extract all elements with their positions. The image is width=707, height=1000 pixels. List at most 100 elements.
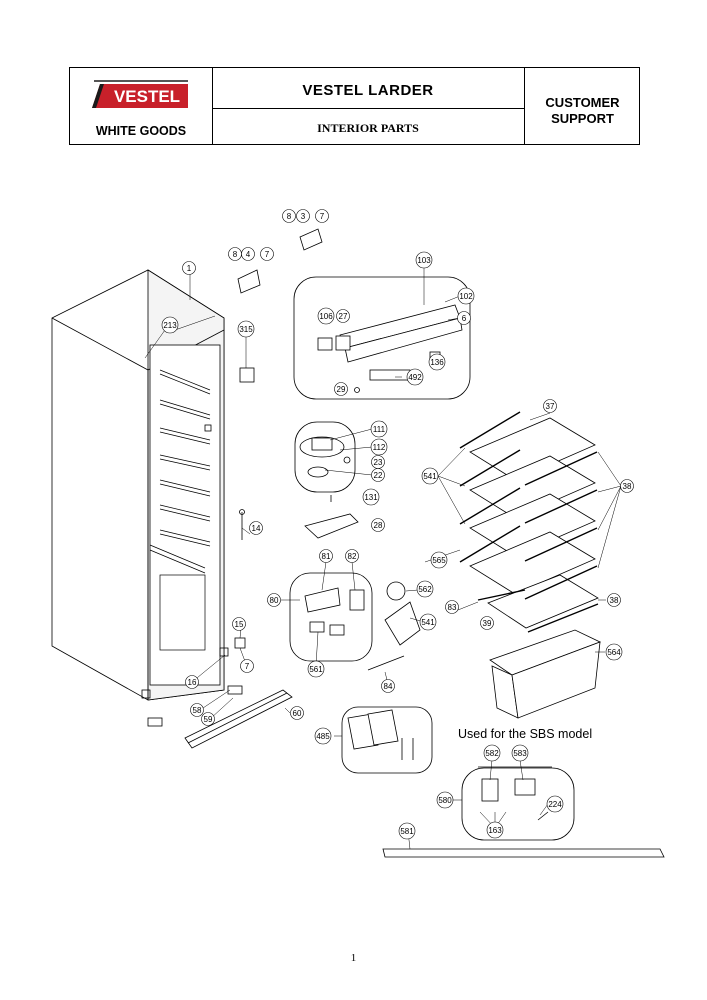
part-number-label: 582: [485, 749, 499, 758]
part-number-label: 6: [462, 314, 467, 323]
part-callout-581: 581: [398, 822, 416, 840]
part-callout-16: 16: [185, 675, 199, 689]
part-callout-163: 163: [486, 821, 504, 839]
header-table: VESTEL WHITE GOODS VESTEL LARDER INTERIO…: [69, 67, 640, 145]
part-number-label: 111: [373, 425, 386, 434]
part-number-label: 28: [374, 521, 383, 530]
part-callout-131: 131: [362, 488, 380, 506]
shelf-rails: [459, 411, 599, 633]
part-number-label: 565: [432, 556, 446, 565]
part-callout-39: 39: [480, 616, 494, 630]
part-number-label: 15: [235, 620, 244, 629]
part-callout-6: 6: [457, 311, 471, 325]
part-number-label: 541: [421, 618, 435, 627]
part-number-label: 112: [373, 443, 386, 452]
part-callout-84: 84: [381, 679, 395, 693]
part-number-label: 23: [374, 458, 383, 467]
part-callout-7: 7: [315, 209, 329, 223]
part-number-label: 541: [423, 472, 437, 481]
part-callout-3: 3: [296, 209, 310, 223]
brand-name: VESTEL: [114, 87, 180, 106]
part-callout-111: 111: [370, 420, 388, 438]
part-number-label: 561: [309, 665, 323, 674]
part-number-label: 38: [610, 596, 619, 605]
sbs-trim-strip: [382, 848, 665, 858]
part-number-label: 315: [239, 325, 253, 334]
fan-motor-group: [289, 572, 373, 662]
part-number-label: 14: [252, 524, 261, 533]
part-callout-15: 15: [232, 617, 246, 631]
part-callout-7: 7: [260, 247, 274, 261]
part-number-label: 562: [418, 585, 432, 594]
part-number-label: 37: [546, 402, 555, 411]
part-callout-583: 583: [511, 744, 529, 762]
customer-support-label: CUSTOMER SUPPORT: [545, 95, 620, 126]
lamp-group: [294, 421, 356, 493]
part-callout-38: 38: [620, 479, 634, 493]
part-callout-106: 106: [317, 307, 335, 325]
part-callout-14: 14: [249, 521, 263, 535]
part-number-label: 102: [459, 292, 473, 301]
part-callout-112: 112: [370, 438, 388, 456]
part-callout-38: 38: [607, 593, 621, 607]
sbs-note: Used for the SBS model: [458, 727, 593, 741]
part-number-label: 583: [513, 749, 527, 758]
part-callout-561: 561: [307, 660, 325, 678]
fan-assembly: [304, 581, 421, 646]
part-number-label: 39: [483, 619, 492, 628]
kick-plate: [184, 689, 293, 749]
part-callout-7: 7: [240, 659, 254, 673]
part-number-label: 16: [188, 678, 197, 687]
part-callout-28: 28: [371, 518, 385, 532]
part-number-label: 213: [163, 321, 177, 330]
part-number-label: 58: [193, 706, 202, 715]
crisper-drawer: [489, 629, 602, 719]
hinge-bracket-upper: [237, 228, 323, 294]
part-callout-564: 564: [605, 643, 623, 661]
page-number: 1: [350, 952, 357, 964]
part-callout-37: 37: [543, 399, 557, 413]
part-callout-29: 29: [334, 382, 348, 396]
part-number-label: 131: [364, 493, 378, 502]
support-cell: CUSTOMER SUPPORT: [525, 68, 640, 144]
part-number-label: 3: [301, 212, 306, 221]
part-callout-103: 103: [415, 251, 433, 269]
part-callout-22: 22: [371, 468, 385, 482]
part-number-label: 84: [384, 682, 393, 691]
part-callout-1: 1: [182, 261, 196, 275]
glass-shelves: [469, 417, 599, 629]
part-callout-58: 58: [190, 703, 204, 717]
part-number-label: 7: [320, 212, 325, 221]
part-number-label: 8: [287, 212, 292, 221]
part-callout-213: 213: [161, 316, 179, 334]
part-callout-83: 83: [445, 600, 459, 614]
part-number-label: 106: [319, 312, 333, 321]
part-number-label: 7: [245, 662, 250, 671]
part-number-label: 485: [316, 732, 330, 741]
part-callout-580: 580: [436, 791, 454, 809]
part-number-label: 224: [548, 800, 562, 809]
sbs-brackets: [481, 778, 549, 821]
part-28: [304, 513, 359, 539]
part-number-label: 22: [374, 471, 383, 480]
part-callout-582: 582: [483, 744, 501, 762]
sbs-kit-group: [461, 767, 575, 841]
part-number-label: 8: [233, 250, 238, 259]
part-number-label: 4: [246, 250, 251, 259]
part-callout-541: 541: [421, 467, 439, 485]
part-callout-8: 8: [282, 209, 296, 223]
part-callout-224: 224: [546, 795, 564, 813]
part-callout-102: 102: [457, 287, 475, 305]
part-number-label: 60: [293, 709, 302, 718]
part-number-label: 136: [430, 358, 444, 367]
part-number-label: 38: [623, 482, 632, 491]
part-number-label: 564: [607, 648, 621, 657]
vestel-logo: VESTEL: [92, 80, 188, 108]
part-number-label: 7: [265, 250, 270, 259]
part-number-label: 29: [337, 385, 346, 394]
part-callout-82: 82: [345, 549, 359, 563]
part-callout-81: 81: [319, 549, 333, 563]
part-callout-485: 485: [314, 727, 332, 745]
part-number-label: 81: [322, 552, 331, 561]
